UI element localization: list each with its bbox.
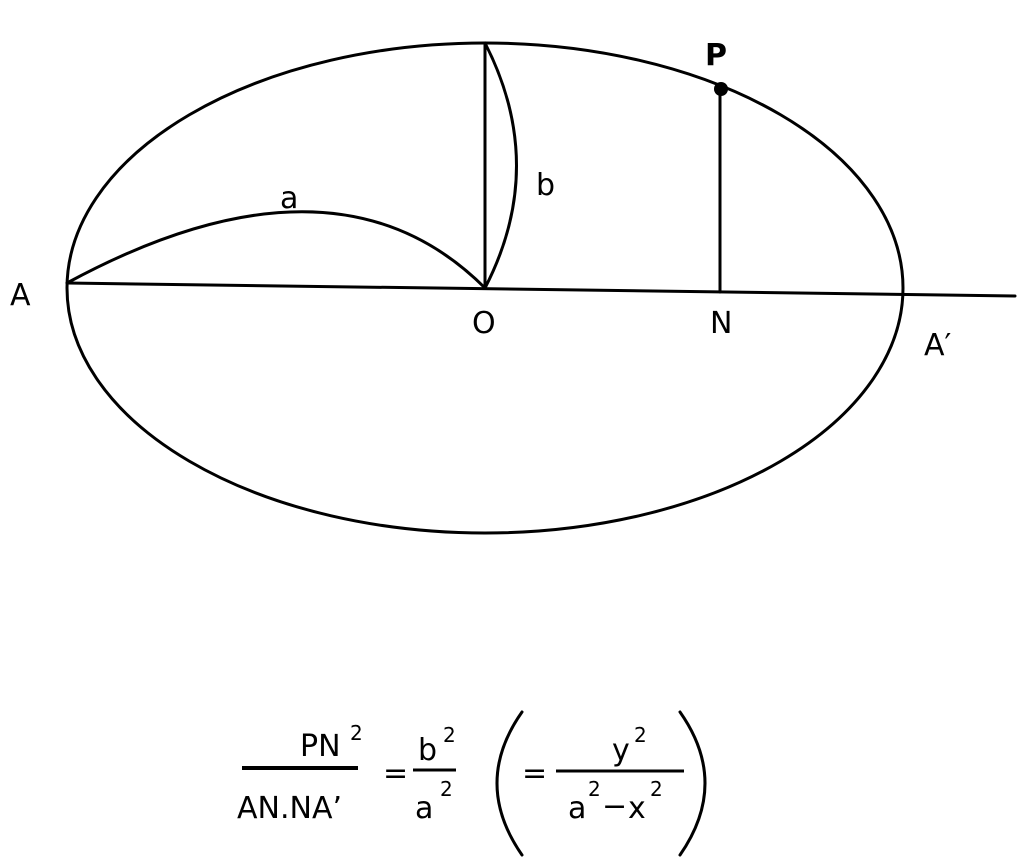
label-p: P [705,38,727,73]
rhs-denominator-minus: − [602,789,627,824]
equals-sign-2: = [522,756,547,791]
mid-denominator: a [415,791,433,826]
arc-b [483,41,518,290]
rhs-numerator-exponent: 2 [634,723,647,747]
lhs-denominator: AN.NA’ [237,791,342,826]
rhs-denominator-x-exponent: 2 [650,777,663,801]
rhs-denominator-a: a [568,791,586,826]
label-length-a: a [280,181,298,216]
formula: PN 2 AN.NA’ = b 2 a 2 = y 2 a 2 − x 2 [237,710,707,857]
equals-sign-1: = [383,756,408,791]
rhs-numerator: y [612,733,630,768]
label-o: O [472,306,496,341]
major-axis-line [65,281,1017,298]
arc-a [65,210,487,290]
label-n: N [710,306,732,341]
close-parenthesis [678,710,707,857]
label-a-point: A [10,278,31,313]
lhs-numerator: PN [300,729,341,764]
rhs-denominator-x: x [628,791,646,826]
rhs-denominator-a-exponent: 2 [588,777,601,801]
mid-numerator: b [418,733,437,768]
label-length-b: b [536,168,555,203]
lhs-numerator-exponent: 2 [350,721,363,745]
label-a-prime: A′ [924,328,952,363]
mid-numerator-exponent: 2 [443,723,456,747]
point-p-dot [714,82,728,96]
mid-denominator-exponent: 2 [440,777,453,801]
open-parenthesis [495,710,524,857]
